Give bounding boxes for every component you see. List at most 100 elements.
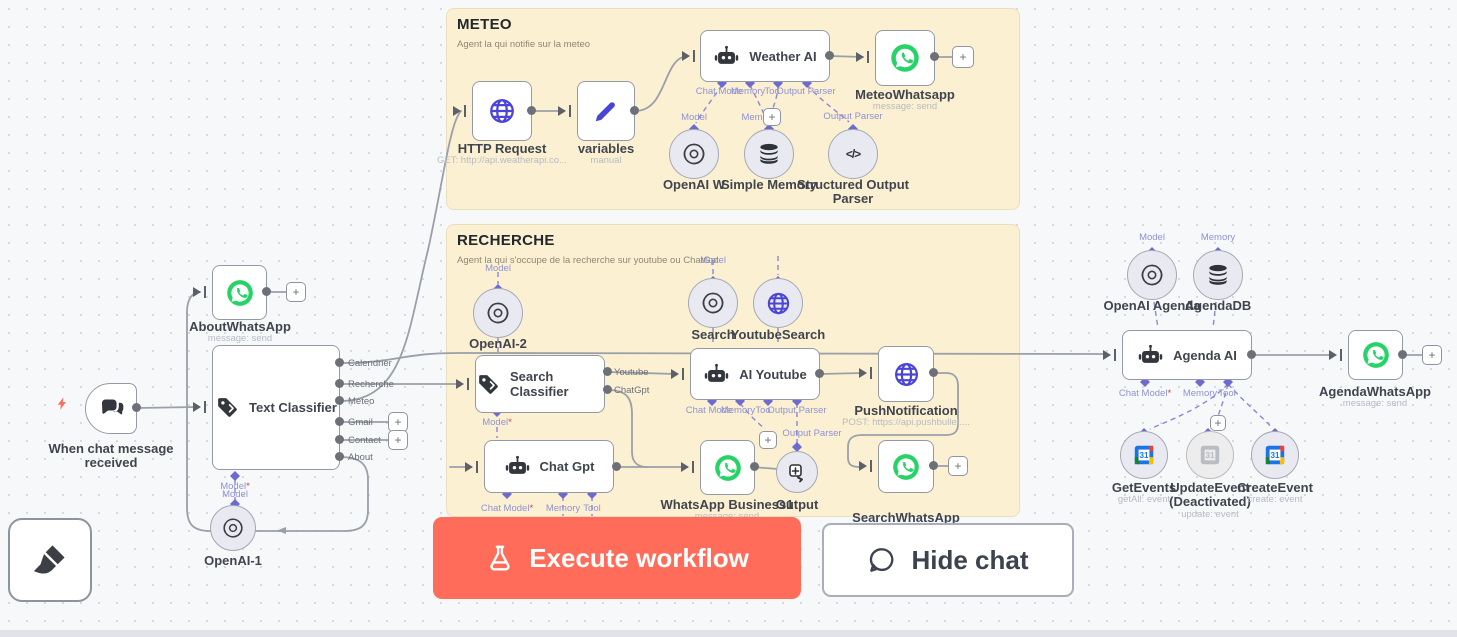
add-node-button[interactable]: +	[1422, 345, 1442, 365]
input-port[interactable]	[682, 50, 695, 62]
add-node-button[interactable]: +	[952, 46, 974, 68]
chat-bubble-icon	[867, 545, 897, 575]
agenda-ai-title: Agenda AI	[1173, 347, 1237, 363]
openai-icon	[1139, 262, 1165, 288]
node-search-whatsapp[interactable]	[878, 440, 934, 493]
input-port[interactable]	[558, 105, 571, 117]
node-variables[interactable]	[577, 81, 635, 141]
node-text-classifier[interactable]: Text Classifier	[212, 345, 340, 470]
create-event-label: CreateEvent	[1237, 480, 1313, 495]
agenda-whatsapp-sub: message: send	[1342, 398, 1408, 409]
input-port[interactable]	[1103, 349, 1116, 361]
whatsapp-icon	[1362, 341, 1390, 369]
openai-w-label: OpenAI W	[662, 177, 726, 192]
input-port[interactable]	[193, 286, 206, 298]
node-openai-agenda[interactable]	[1127, 250, 1177, 300]
node-http-request[interactable]	[472, 81, 532, 141]
add-node-button[interactable]: +	[759, 431, 777, 449]
output-port[interactable]	[132, 403, 141, 412]
node-openai-2[interactable]	[473, 288, 523, 338]
node-get-events[interactable]	[1120, 431, 1168, 479]
node-chat-gpt[interactable]: Chat Gpt	[484, 440, 614, 493]
tag-icon	[476, 372, 501, 397]
tidy-workflow-button[interactable]	[8, 518, 92, 602]
node-chat-trigger[interactable]	[85, 383, 137, 434]
port-label-output-parser: Output Parser	[776, 86, 836, 97]
node-openai-1[interactable]	[210, 505, 256, 551]
input-port[interactable]	[671, 368, 684, 380]
node-create-event[interactable]	[1251, 431, 1299, 479]
output-port[interactable]	[825, 51, 834, 60]
node-agenda-db[interactable]	[1193, 250, 1243, 300]
output-port[interactable]	[335, 396, 344, 405]
execute-workflow-button[interactable]: Execute workflow	[433, 517, 801, 599]
port-label-chat-model-required: Chat Model*	[480, 503, 534, 514]
group-recherche-subtitle: Agent la qui s'occupe de la recherche su…	[457, 255, 719, 266]
simple-memory-label: Simple Memory	[720, 177, 818, 192]
add-node-button[interactable]: +	[388, 412, 408, 432]
node-search-classifier[interactable]: Search Classifier	[475, 355, 605, 413]
input-port[interactable]	[859, 460, 872, 472]
output-port[interactable]	[335, 452, 344, 461]
output-port[interactable]	[1398, 350, 1407, 359]
openai-agenda-label: OpenAI Agenda	[1103, 298, 1201, 313]
classifier-output-calendrier: Calendrier	[348, 358, 392, 369]
port-label-model-required: Model*	[220, 481, 250, 492]
output-port[interactable]	[630, 106, 639, 115]
output-port[interactable]	[335, 379, 344, 388]
whatsapp-icon	[226, 279, 254, 307]
openai-2-label: OpenAI-2	[469, 336, 527, 351]
hide-chat-label: Hide chat	[911, 544, 1029, 575]
port-label-memory: Memory	[1200, 232, 1236, 243]
output-port[interactable]	[603, 367, 612, 376]
output-port[interactable]	[750, 462, 759, 471]
node-update-event[interactable]	[1186, 431, 1234, 479]
node-agenda-ai[interactable]: Agenda AI	[1122, 330, 1252, 380]
node-about-whatsapp[interactable]	[212, 265, 267, 320]
input-port[interactable]	[456, 378, 469, 390]
output-port[interactable]	[603, 385, 612, 394]
input-port[interactable]	[1329, 349, 1342, 361]
add-node-button[interactable]: +	[388, 430, 408, 450]
output-port[interactable]	[929, 461, 938, 470]
node-simple-memory[interactable]	[744, 129, 794, 179]
add-node-button[interactable]: +	[948, 456, 968, 476]
output-port[interactable]	[929, 368, 938, 377]
output-port[interactable]	[612, 462, 621, 471]
node-agenda-whatsapp[interactable]	[1348, 330, 1403, 380]
port-label-model-required: Model*	[482, 417, 512, 428]
hide-chat-button[interactable]: Hide chat	[822, 523, 1074, 597]
input-port[interactable]	[453, 105, 466, 117]
output-port[interactable]	[262, 287, 271, 296]
node-search[interactable]	[688, 278, 738, 328]
output-port[interactable]	[335, 358, 344, 367]
node-weather-ai[interactable]: Weather AI	[700, 30, 830, 82]
bottom-panel-edge	[0, 630, 1457, 637]
output-port[interactable]	[930, 52, 939, 61]
input-port[interactable]	[859, 367, 872, 379]
node-push-notification[interactable]	[878, 346, 934, 402]
input-port[interactable]	[856, 51, 869, 63]
add-node-button[interactable]: +	[1210, 415, 1226, 431]
node-ai-youtube[interactable]: AI Youtube	[690, 348, 820, 400]
port-label-model: Model	[485, 263, 511, 274]
input-port[interactable]	[681, 461, 694, 473]
output-port[interactable]	[815, 369, 824, 378]
node-structured-output-parser[interactable]: </>	[828, 129, 878, 179]
input-port[interactable]	[465, 461, 478, 473]
node-meteo-whatsapp[interactable]	[875, 30, 935, 86]
output-port[interactable]	[1247, 350, 1256, 359]
node-openai-w[interactable]	[669, 129, 719, 179]
output-port[interactable]	[527, 106, 536, 115]
add-node-button[interactable]: +	[286, 282, 306, 302]
node-youtube-search[interactable]	[753, 278, 803, 328]
get-events-label: GetEvents	[1111, 480, 1177, 495]
output-port[interactable]	[335, 417, 344, 426]
input-port[interactable]	[193, 401, 206, 413]
node-output[interactable]	[776, 451, 818, 493]
output-port[interactable]	[335, 435, 344, 444]
push-notification-sub: POST: https://api.pushbullet....	[842, 417, 970, 428]
node-whatsapp-business1[interactable]	[700, 440, 755, 495]
add-node-button[interactable]: +	[763, 108, 781, 126]
